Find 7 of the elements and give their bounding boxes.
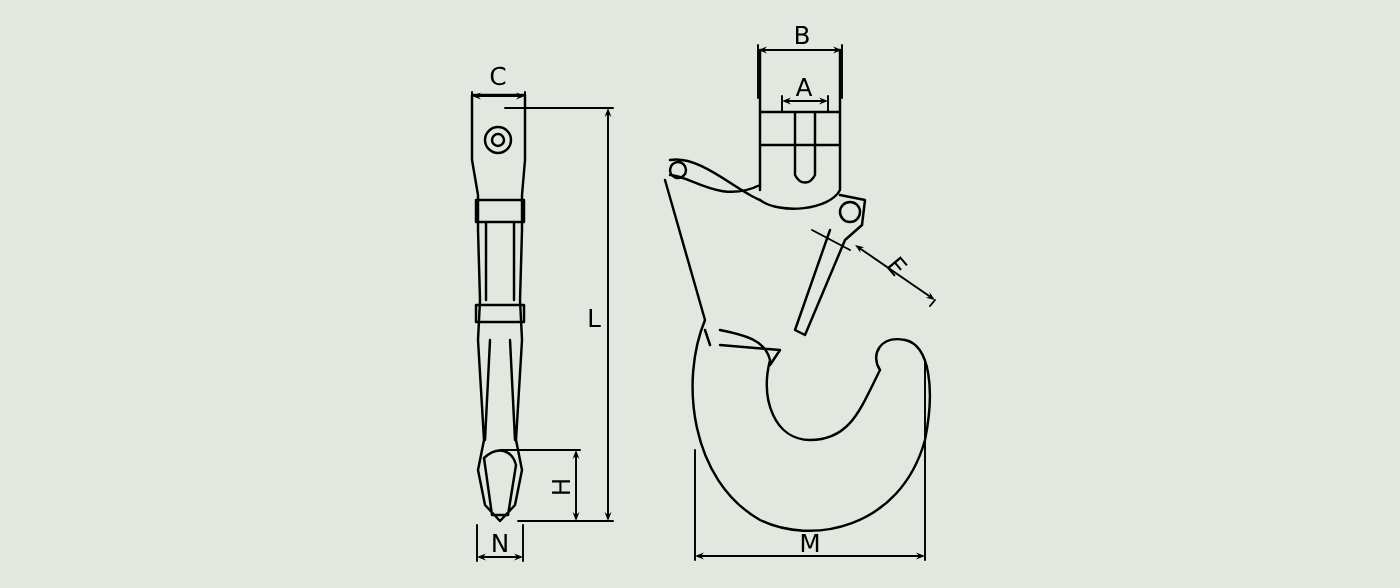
dimension-label: L [589, 309, 601, 327]
dimension-label: N [493, 534, 507, 552]
dimension-label: C [490, 66, 506, 86]
dimension-label: A [795, 78, 813, 96]
dimension-label: H [552, 480, 570, 494]
dimension-label: M [801, 534, 819, 552]
dimension-label: B [796, 26, 809, 44]
